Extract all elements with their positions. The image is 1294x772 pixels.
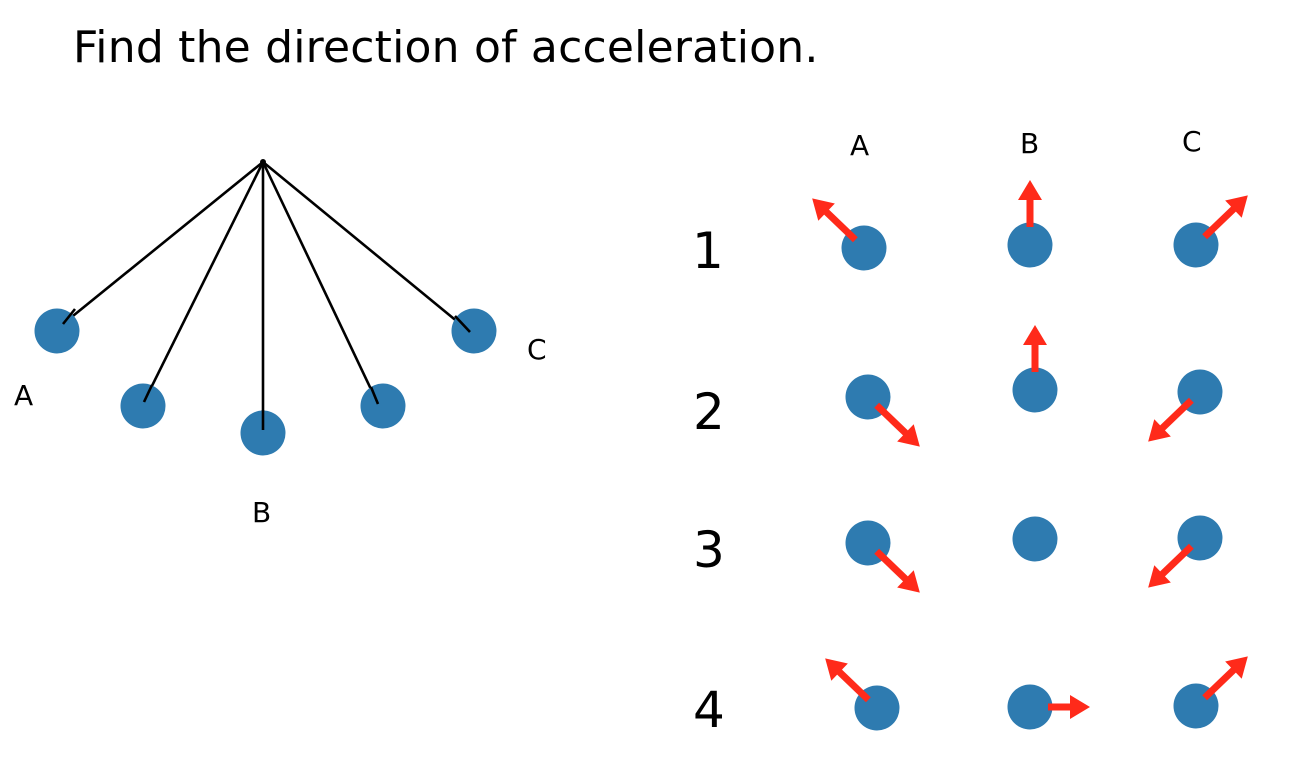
arrow-head (1023, 325, 1047, 345)
arrow-head (1018, 180, 1042, 200)
arrow-head (1148, 565, 1171, 588)
ball-row4-b (1007, 684, 1053, 730)
arrow-head (1225, 656, 1248, 679)
acceleration-arrow-row2-b (1023, 325, 1047, 372)
row-label-1: 1 (692, 222, 724, 280)
arrow-shaft (822, 208, 858, 243)
acceleration-arrow-row4-c (1202, 656, 1248, 701)
acceleration-arrow-row2-c (1148, 397, 1194, 442)
arrow-head (825, 658, 848, 681)
ball-row1-b (1007, 222, 1053, 268)
rod-4-tip (369, 386, 380, 405)
arrow-head (897, 424, 920, 447)
acceleration-arrow-row1-b (1018, 180, 1042, 227)
row-label-4: 4 (693, 681, 725, 739)
bob-b (240, 410, 286, 456)
column-label-c: C (1182, 125, 1202, 158)
pendulum-label-b: B (252, 496, 271, 529)
rod-4 (261, 161, 380, 405)
arrow-head (897, 570, 920, 593)
bob-2 (120, 383, 166, 429)
arrow-shaft (835, 668, 871, 703)
arrow-head (1070, 695, 1090, 719)
column-label-b: B (1020, 127, 1039, 160)
rod-2 (142, 161, 265, 403)
page-title: Find the direction of acceleration. (73, 22, 819, 73)
answer-grid: A B C 1 2 3 4 (692, 125, 1248, 739)
pendulum-label-a: A (14, 379, 33, 412)
acceleration-arrow-row4-b (1048, 695, 1090, 719)
ball-row3-b (1012, 516, 1058, 562)
arrow-head (812, 198, 835, 221)
column-label-a: A (850, 129, 869, 162)
pendulum-diagram: A B C (14, 159, 547, 529)
bob-c (451, 308, 497, 354)
acceleration-arrow-row1-c (1202, 195, 1248, 240)
arrow-shaft (874, 548, 910, 583)
acceleration-arrow-row2-a (874, 402, 920, 447)
row-label-2: 2 (693, 383, 725, 441)
arrow-shaft (1202, 205, 1238, 240)
acceleration-arrow-row4-a (825, 658, 871, 703)
rod-a-tip (61, 308, 77, 325)
acceleration-arrow-row1-a (812, 198, 858, 243)
acceleration-arrow-row3-a (874, 548, 920, 593)
rod-c-tip (454, 315, 471, 333)
pendulum-label-c: C (527, 333, 547, 366)
bob-4 (360, 383, 406, 429)
rod-2-tip (142, 384, 154, 403)
arrow-shaft (1158, 397, 1194, 432)
row-label-3: 3 (693, 521, 725, 579)
acceleration-arrow-row3-c (1148, 543, 1194, 588)
rod-a (62, 160, 264, 326)
arrow-shaft (1202, 666, 1238, 701)
ball-row2-b (1012, 367, 1058, 413)
arrow-shaft (1158, 543, 1194, 578)
arrow-head (1225, 195, 1248, 218)
bob-a (34, 308, 80, 354)
arrow-shaft (874, 402, 910, 437)
arrow-head (1148, 419, 1171, 442)
grid-cells (812, 180, 1248, 731)
rod-c (262, 160, 471, 334)
